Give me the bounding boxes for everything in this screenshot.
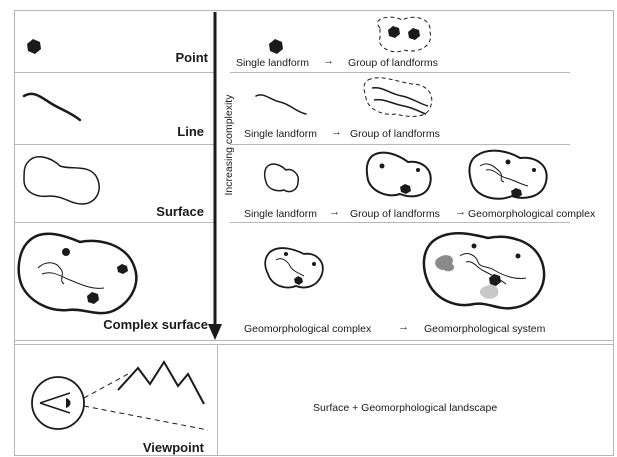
shaded-area	[435, 255, 454, 271]
complex-surface-blob-icon	[265, 248, 323, 287]
river-icon	[42, 273, 104, 289]
surface-blob-icon	[24, 157, 99, 204]
point-hexagon-icon	[400, 184, 411, 194]
marker-dot	[416, 168, 420, 172]
point-hexagon-icon	[408, 28, 420, 40]
point-hexagon-icon	[388, 26, 400, 38]
river-icon	[486, 170, 528, 186]
marker-dot	[506, 160, 511, 165]
point-hexagon-icon	[269, 39, 283, 54]
marker-dot	[380, 164, 385, 169]
dashed-group-outline	[377, 17, 430, 52]
sight-line	[84, 406, 208, 430]
point-hexagon-icon	[294, 276, 303, 285]
mountain-ridge-icon	[118, 362, 204, 404]
point-hexagon-icon	[27, 39, 41, 54]
marker-dot	[516, 254, 521, 259]
marker-dot	[472, 244, 477, 249]
point-hexagon-icon	[117, 264, 128, 274]
marker-dot	[284, 252, 288, 256]
marker-dot	[62, 248, 70, 256]
point-hexagon-icon	[87, 292, 99, 304]
complexity-arrow-head	[208, 324, 222, 340]
surface-blob-icon	[265, 164, 299, 192]
surface-blob-icon	[367, 153, 431, 197]
point-hexagon-icon	[489, 274, 501, 286]
marker-dot	[532, 168, 536, 172]
eye-icon	[40, 393, 70, 413]
complex-surface-blob-icon	[19, 234, 137, 313]
surface-blob-icon	[469, 151, 546, 199]
river-icon	[480, 164, 504, 182]
marker-dot	[312, 262, 316, 266]
river-icon	[38, 263, 64, 284]
line-curve-icon	[372, 88, 428, 106]
line-curve-icon	[24, 94, 80, 120]
dashed-group-outline	[364, 78, 432, 117]
eye-pupil	[66, 398, 71, 408]
line-curve-icon	[256, 95, 306, 114]
river-icon	[276, 259, 304, 276]
shaded-area	[480, 285, 498, 299]
eye-circle	[32, 377, 84, 429]
